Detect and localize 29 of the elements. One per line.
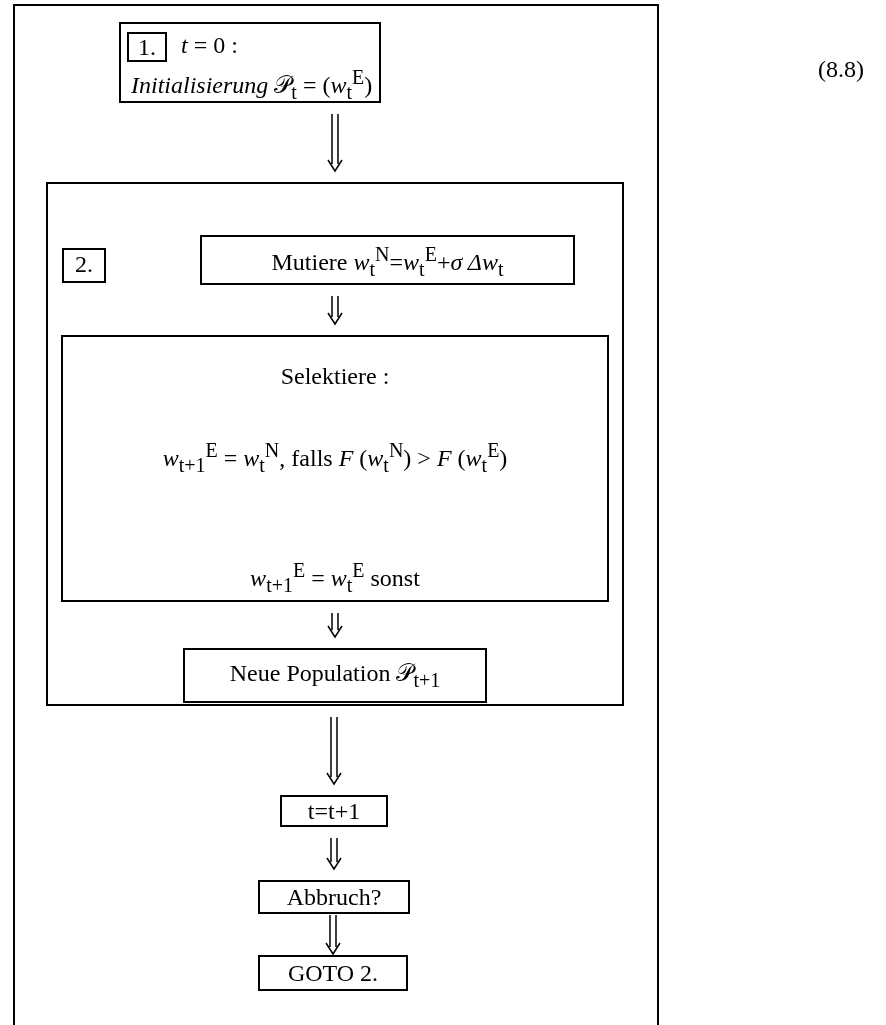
double-arrow: [327, 113, 343, 173]
double-arrow: [325, 914, 341, 956]
box-text: w$_{t+1}$$^{E}$ = w$_{t}$$^{E}$ sonst: [249, 559, 421, 596]
box-text: t=t+1: [306, 798, 362, 825]
box-text: Mutiere w$_{t}$$^{N}$=w$_{t}$$^{E}$+σ Δw$_{t}$: [270, 243, 505, 280]
step-number: [62, 248, 106, 283]
double-arrow: [327, 295, 343, 326]
double-arrow: [326, 837, 342, 871]
box-text: Selektiere :: [279, 363, 391, 390]
process-box: [183, 648, 487, 703]
double-arrow: [326, 716, 342, 786]
equation-number: (8.8): [818, 56, 864, 83]
process-box: [119, 22, 381, 103]
process-box: [258, 955, 408, 991]
box-text: Abbruch?: [285, 884, 383, 911]
step-label: 1.: [137, 34, 157, 61]
decision-box: [258, 880, 410, 914]
process-box: [280, 795, 388, 827]
step-label: 2.: [74, 251, 94, 278]
process-box: [200, 235, 575, 285]
box-text: GOTO 2.: [286, 960, 380, 987]
box-text: Initialisierung 𝒫$_{t}$ = (w$_{t}$$^{E}$): [131, 66, 373, 103]
box-text: Neue Population 𝒫$_{t+1}$: [228, 660, 442, 691]
loop-box: [46, 182, 624, 706]
box-text: t = 0 :: [181, 32, 238, 59]
double-arrow: [327, 612, 343, 639]
process-box: [61, 335, 609, 602]
step-number: [127, 32, 167, 62]
box-text: w$_{t+1}$$^{E}$ = w$_{t}$$^{N}$, falls F (w$_{t}$$^{N}$) > F (w$_{t}$$^{E}$): [161, 439, 509, 476]
